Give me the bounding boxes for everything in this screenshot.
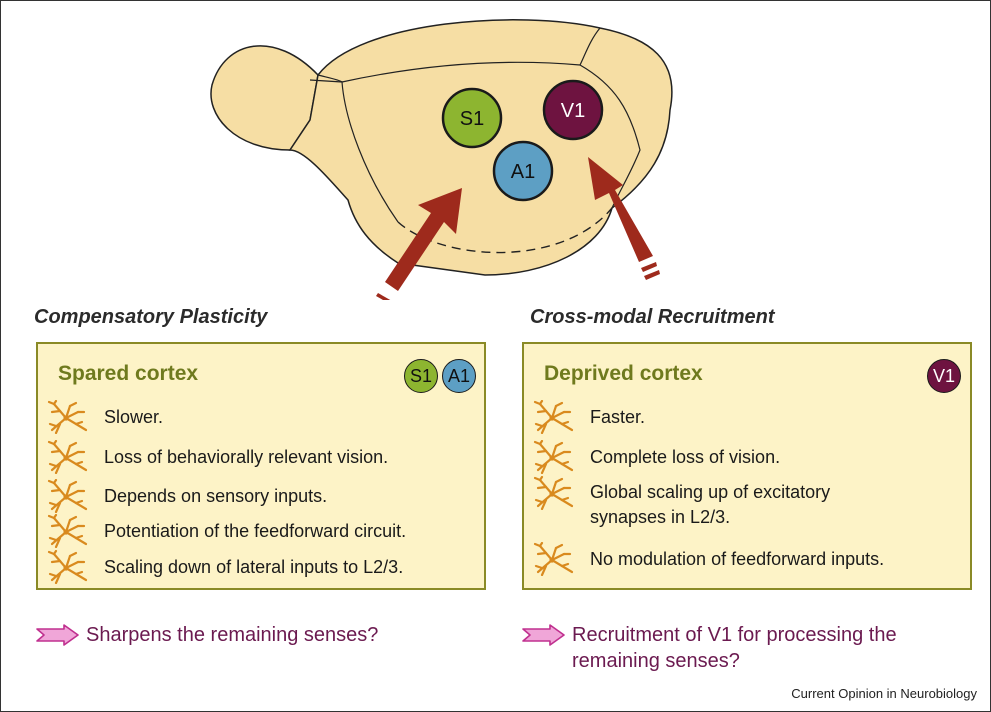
list-item: No modulation of feedforward inputs. bbox=[532, 542, 884, 576]
olfactory-bulb-shape bbox=[210, 45, 319, 151]
pink-arrow-icon bbox=[36, 624, 79, 646]
spared-cortex-title: Spared cortex bbox=[58, 362, 199, 385]
region-s1: S1 bbox=[441, 87, 503, 149]
neuron-icon bbox=[47, 514, 88, 548]
neuron-icon bbox=[47, 550, 88, 584]
spared-cortex-box: Spared cortex S1 A1 Slower. Loss of beha… bbox=[36, 342, 486, 590]
neuron-icon bbox=[533, 400, 574, 434]
list-item: Complete loss of vision. bbox=[532, 440, 780, 474]
svg-text:A1: A1 bbox=[511, 161, 535, 183]
journal-credit: Current Opinion in Neurobiology bbox=[791, 686, 977, 701]
compensatory-conclusion: Sharpens the remaining senses? bbox=[36, 622, 378, 648]
conclusion-text: Recruitment of V1 for processing the rem… bbox=[572, 624, 897, 672]
list-item: Global scaling up of excitatory synapses… bbox=[532, 476, 890, 532]
list-item-text: Loss of behaviorally relevant vision. bbox=[104, 446, 389, 467]
pink-arrow-icon bbox=[522, 624, 565, 646]
svg-text:V1: V1 bbox=[561, 100, 585, 122]
list-item: Depends on sensory inputs. bbox=[46, 479, 327, 513]
list-item-text: No modulation of feedforward inputs. bbox=[590, 548, 885, 569]
neuron-icon bbox=[533, 476, 574, 510]
cortex-shape bbox=[288, 19, 673, 276]
badge-a1: A1 bbox=[442, 359, 476, 393]
neuron-icon bbox=[533, 542, 574, 576]
list-item: Loss of behaviorally relevant vision. bbox=[46, 440, 388, 474]
badge-s1: S1 bbox=[404, 359, 438, 393]
cross-modal-recruitment-heading: Cross-modal Recruitment bbox=[530, 306, 775, 328]
region-v1: V1 bbox=[542, 79, 604, 141]
list-item-text: Faster. bbox=[590, 406, 646, 427]
neuron-icon bbox=[533, 440, 574, 474]
list-item: Slower. bbox=[46, 400, 163, 434]
neuron-icon bbox=[47, 479, 88, 513]
list-item-text: Scaling down of lateral inputs to L2/3. bbox=[104, 556, 404, 577]
list-item-text: Global scaling up of excitatory synapses… bbox=[590, 482, 831, 527]
list-item: Faster. bbox=[532, 400, 645, 434]
mouse-brain-illustration: S1 V1 A1 bbox=[210, 19, 673, 300]
list-item-text: Potentiation of the feedforward circuit. bbox=[104, 520, 407, 541]
neuron-icon bbox=[47, 440, 88, 474]
badge-v1: V1 bbox=[927, 359, 961, 393]
arrow-to-v1 bbox=[588, 157, 660, 280]
region-a1: A1 bbox=[492, 140, 554, 202]
arrow-to-s1 bbox=[376, 188, 462, 300]
cross-modal-conclusion: Recruitment of V1 for processing the rem… bbox=[522, 622, 952, 674]
deprived-cortex-title: Deprived cortex bbox=[544, 362, 703, 385]
neuron-icon bbox=[47, 400, 88, 434]
list-item-text: Complete loss of vision. bbox=[590, 446, 781, 467]
deprived-cortex-box: Deprived cortex V1 Faster. Complete loss… bbox=[522, 342, 972, 590]
svg-text:S1: S1 bbox=[460, 108, 484, 130]
list-item: Scaling down of lateral inputs to L2/3. bbox=[46, 550, 403, 584]
conclusion-text: Sharpens the remaining senses? bbox=[86, 624, 379, 646]
compensatory-plasticity-heading: Compensatory Plasticity bbox=[34, 306, 268, 328]
list-item: Potentiation of the feedforward circuit. bbox=[46, 514, 406, 548]
list-item-text: Depends on sensory inputs. bbox=[104, 485, 328, 506]
list-item-text: Slower. bbox=[104, 406, 164, 427]
